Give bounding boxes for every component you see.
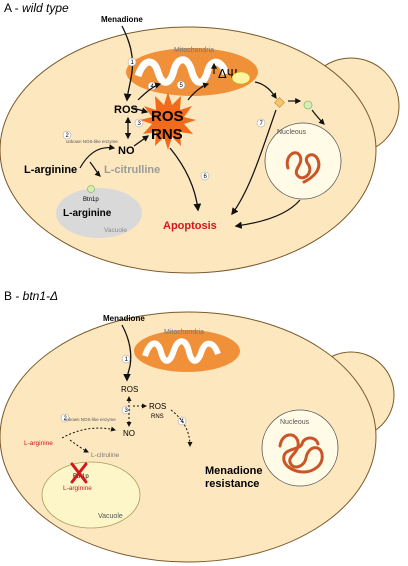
ros-to-mito-arrow	[137, 82, 162, 101]
vacuole-arginine-label-b: L-arginine	[63, 485, 92, 492]
l-arginine-label-b: L-arginine	[24, 440, 53, 447]
aif-marker	[274, 97, 285, 108]
ros-label-a: ROS	[114, 104, 138, 116]
no-label-b: NO	[123, 429, 135, 438]
vacuole-arginine-label-a: L-arginine	[63, 208, 112, 219]
menadione-label-a: Menadione	[101, 15, 143, 24]
factor-to-nucleus-arrow	[311, 109, 325, 125]
l-citrulline-label-a: L-citrulline	[104, 164, 160, 176]
burst-rns-label: RNS	[151, 126, 183, 143]
arginine-to-no-arrow-b	[61, 426, 116, 439]
svg-text:3: 3	[138, 121, 142, 127]
nucleus-label-a: Nucleous	[277, 129, 307, 136]
mitochondria-b	[134, 330, 240, 372]
svg-text:5: 5	[180, 83, 184, 89]
factor-marker	[303, 100, 313, 110]
mitochondria-label-a: Mitochondria	[174, 47, 214, 54]
mitochondria-label-b: Mitochondria	[164, 329, 204, 336]
vacuole-label-b: Vacuole	[98, 513, 123, 520]
svg-text:2: 2	[66, 133, 70, 139]
btn1p-marker-a	[87, 185, 95, 193]
enzyme-label-a: unkown NOS-like enzyme	[66, 139, 118, 144]
nucleus-to-apoptosis-arrow	[234, 199, 301, 229]
cytochrome-c-a	[231, 71, 251, 85]
vacuole-b	[41, 461, 141, 529]
rns-label-b: RNS	[151, 414, 164, 420]
no-to-burst-arrow	[133, 135, 150, 147]
vacuole-a	[56, 188, 142, 238]
svg-text:6: 6	[204, 174, 208, 180]
ros-label-b: ROS	[121, 385, 138, 394]
menadione-arrow-a	[121, 25, 134, 102]
resistance-line2: resistance	[205, 478, 259, 490]
burst-ros-label: ROS	[151, 108, 184, 125]
panel-b-label: B - btn1-Δ	[4, 289, 58, 303]
arginine-to-citrulline-arrow-b	[69, 439, 89, 453]
svg-text:4: 4	[151, 84, 155, 90]
aif-to-apoptosis-arrow	[231, 109, 277, 216]
vacuole-label-a: Vacuole	[104, 227, 127, 234]
svg-text:7: 7	[260, 121, 264, 127]
ros-rns-burst	[140, 92, 196, 150]
no-label-a: NO	[118, 145, 135, 157]
deletion-x-mark	[70, 462, 88, 484]
menadione-arrow-b	[121, 324, 132, 382]
ros-to-burst-arrow	[132, 107, 149, 114]
nucleus-label-b: Nucleous	[280, 419, 310, 426]
burst-to-apoptosis-arrow	[169, 147, 202, 212]
svg-text:1: 1	[125, 357, 129, 363]
enzyme-label-b: unkown NOS-like enzyme	[64, 417, 116, 422]
l-arginine-label-a: L-arginine	[24, 164, 77, 176]
step-badges-a: 1 2 3 4 5 6 7	[62, 57, 266, 181]
menadione-label-b: Menadione	[103, 314, 145, 323]
svg-text:2: 2	[64, 416, 68, 422]
l-citrulline-label-b: L-citruline	[91, 452, 120, 459]
cytc-release-arrow	[254, 81, 277, 99]
btn1p-label-a: Btn1p	[83, 197, 99, 203]
apoptosis-label: Apoptosis	[163, 220, 217, 232]
burst-to-mito-arrow	[187, 82, 210, 101]
svg-text:1: 1	[131, 60, 135, 66]
nucleus-a	[264, 122, 342, 200]
panel-a-label: A - wild type	[4, 1, 69, 15]
chromatin-condensed-a	[285, 151, 321, 184]
arginine-to-citrulline-arrow-a	[89, 161, 101, 177]
resistance-line1: Menadione	[205, 465, 262, 477]
chromatin-normal-b	[278, 433, 324, 474]
arginine-to-no-arrow-a	[79, 144, 116, 169]
ros2-label-b: ROS	[149, 402, 166, 411]
